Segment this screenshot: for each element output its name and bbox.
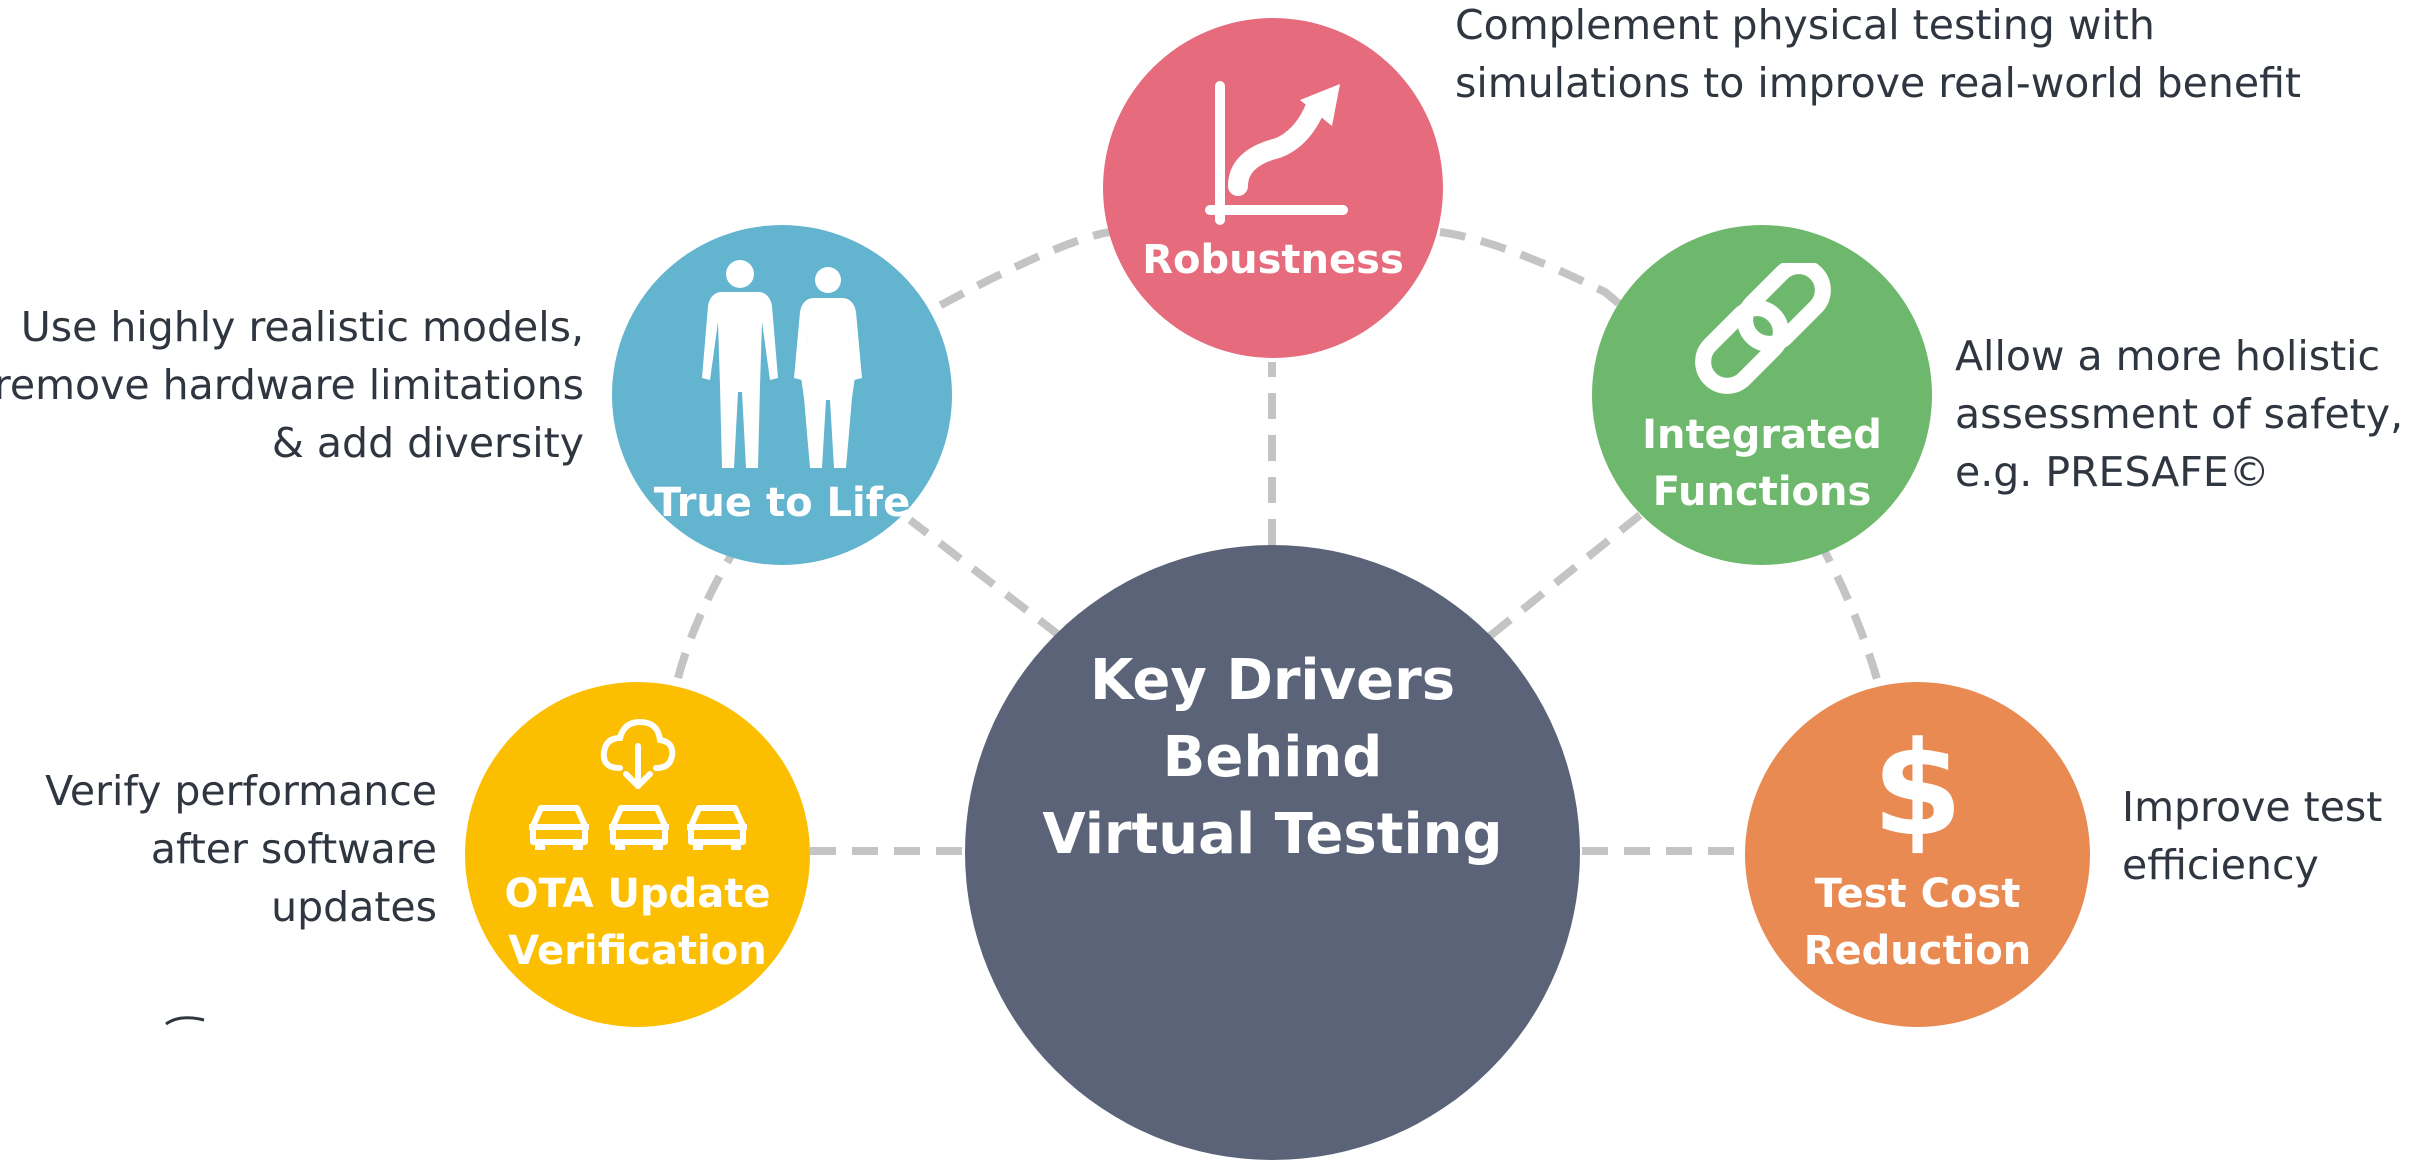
center-title-line: Key Drivers: [1089, 647, 1456, 713]
description-line: Complement physical testing with: [1455, 1, 2155, 49]
node-ota-update-verification: OTA Update Verification: [465, 682, 810, 1027]
description-line: efficiency: [2122, 841, 2319, 889]
dollar-icon: $: [1872, 712, 1963, 865]
center-title-line: Virtual Testing: [1042, 802, 1503, 868]
node-label-line: Functions: [1652, 469, 1872, 515]
node-label-line: Integrated: [1642, 412, 1882, 459]
node-label-line: Reduction: [1803, 927, 2032, 974]
description-ota-update-verification: Verify performance after software update…: [45, 762, 437, 936]
node-label-line: OTA Update: [504, 870, 771, 917]
description-line: after software: [150, 825, 437, 873]
description-integrated-functions: Allow a more holistic assessment of safe…: [1955, 327, 2403, 501]
description-line: Use highly realistic models,: [20, 303, 584, 351]
trending-up-chart-icon: [1205, 80, 1348, 225]
logo-fragment: [165, 1016, 205, 1026]
node-label: Robustness: [1142, 236, 1404, 283]
description-line: Allow a more holistic: [1955, 332, 2381, 380]
description-line: e.g. PRESAFE©: [1955, 448, 2270, 496]
description-line: assessment of safety,: [1955, 390, 2404, 438]
description-test-cost-reduction: Improve test efficiency: [2122, 778, 2382, 894]
chain-link-icon: [1695, 263, 1831, 395]
center-circle: Key Drivers Behind Virtual Testing: [965, 545, 1580, 1160]
description-line: updates: [271, 883, 437, 931]
description-line: remove hardware limitations: [0, 361, 584, 409]
description-line: & add diversity: [271, 419, 584, 467]
description-true-to-life: Use highly realistic models, remove hard…: [0, 298, 584, 472]
description-line: Improve test: [2122, 783, 2383, 831]
cars-icon: [528, 804, 747, 850]
node-label: OTA Update Verification: [504, 866, 770, 980]
node-label-line: Test Cost: [1814, 870, 2021, 917]
description-line: Verify performance: [45, 767, 437, 815]
connector-center-integrated: [1487, 511, 1643, 640]
human-figures-icon: [702, 260, 862, 469]
node-true-to-life: True to Life: [612, 225, 952, 565]
node-label-line: Verification: [508, 927, 767, 974]
node-label: Integrated Functions: [1642, 407, 1882, 521]
description-robustness: Complement physical testing with simulat…: [1455, 0, 2301, 112]
center-title: Key Drivers Behind Virtual Testing: [1042, 642, 1502, 874]
connector-center-true-to-life: [907, 516, 1063, 640]
node-integrated-functions: Integrated Functions: [1592, 225, 1932, 565]
center-title-line: Behind: [1162, 724, 1383, 790]
node-robustness: Robustness: [1103, 18, 1443, 358]
node-label: True to Life: [653, 480, 911, 527]
cloud-download-icon: [600, 718, 675, 789]
node-test-cost-reduction: $ Test Cost Reduction: [1745, 682, 2090, 1027]
description-line: simulations to improve real-world benefi…: [1455, 59, 2302, 107]
node-label: Test Cost Reduction: [1804, 866, 2032, 980]
